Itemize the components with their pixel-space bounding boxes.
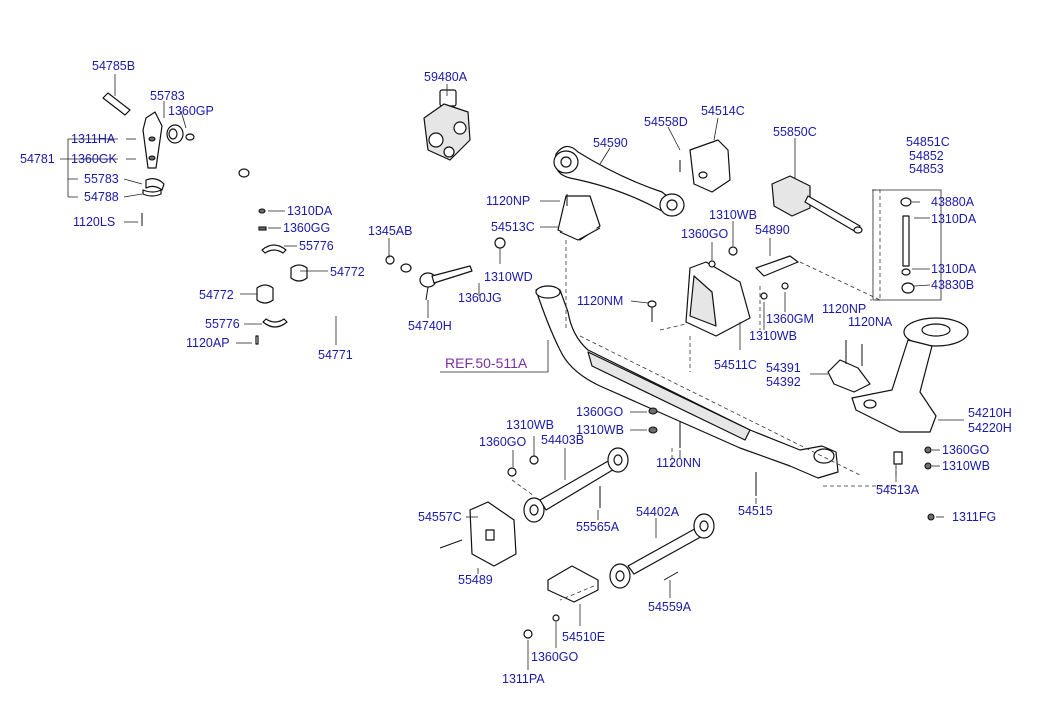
label-59480A[interactable]: 59480A (424, 70, 468, 84)
label-54557C[interactable]: 54557C (418, 510, 462, 524)
label-55783-b[interactable]: 55783 (84, 172, 119, 186)
label-1360GO-e[interactable]: 1360GO (531, 650, 579, 664)
label-54513C[interactable]: 54513C (491, 220, 535, 234)
lower-arm-seat-drawing (851, 317, 969, 433)
label-54559A[interactable]: 54559A (648, 600, 692, 614)
upper-arm-drawing (553, 145, 685, 217)
label-1310WB-e[interactable]: 1310WB (942, 459, 990, 473)
solid-leader-lines (60, 74, 964, 670)
label-54402A[interactable]: 54402A (636, 505, 680, 519)
label-55850C[interactable]: 55850C (773, 125, 817, 139)
label-55489[interactable]: 55489 (458, 573, 493, 587)
label-54220H[interactable]: 54220H (968, 421, 1012, 435)
fasteners-drawing (507, 246, 935, 521)
label-1360GK[interactable]: 1360GK (71, 152, 118, 166)
label-1120NN[interactable]: 1120NN (656, 456, 701, 470)
label-54510E[interactable]: 54510E (562, 630, 605, 644)
label-54890[interactable]: 54890 (755, 223, 790, 237)
label-55565A[interactable]: 55565A (576, 520, 620, 534)
label-54781[interactable]: 54781 (20, 152, 55, 166)
reference-label[interactable]: REF.50-511A (445, 355, 528, 371)
label-1360GG[interactable]: 1360GG (283, 221, 330, 235)
label-54771[interactable]: 54771 (318, 348, 353, 362)
label-1360GO-c[interactable]: 1360GO (479, 435, 527, 449)
upper-bracket-drawing (679, 139, 731, 193)
label-55776-b[interactable]: 55776 (205, 317, 240, 331)
label-1310WB-d[interactable]: 1310WB (576, 423, 624, 437)
label-1310DA-c[interactable]: 1310DA (931, 262, 977, 276)
label-54852[interactable]: 54852 (909, 149, 944, 163)
label-1310WB-b[interactable]: 1310WB (749, 329, 797, 343)
label-54403B[interactable]: 54403B (541, 433, 584, 447)
label-54740H[interactable]: 54740H (408, 319, 452, 333)
label-54590[interactable]: 54590 (593, 136, 628, 150)
label-54513A[interactable]: 54513A (876, 483, 920, 497)
label-1120NP-b[interactable]: 1120NP (822, 302, 866, 316)
label-1310DA-a[interactable]: 1310DA (287, 204, 333, 218)
stabilizer-link-bracket-drawing (102, 92, 195, 226)
arm-bracket-drawing (827, 340, 871, 393)
label-1120NM[interactable]: 1120NM (577, 294, 623, 308)
label-1360GO-d[interactable]: 1360GO (942, 443, 990, 457)
part-labels: 54785B 55783 1360GP 1311HA 54781 1360GK … (20, 59, 1012, 686)
label-54853[interactable]: 54853 (909, 162, 944, 176)
label-1360GM[interactable]: 1360GM (766, 312, 814, 326)
label-1311PA[interactable]: 1311PA (502, 672, 545, 686)
label-54511C[interactable]: 54511C (714, 358, 757, 372)
link-group-box (872, 189, 942, 301)
label-1345AB[interactable]: 1345AB (368, 224, 412, 238)
label-54772-b[interactable]: 54772 (199, 288, 234, 302)
label-43830B[interactable]: 43830B (931, 278, 974, 292)
lateral-arm-upper-drawing (523, 447, 629, 523)
stabilizer-bar-drawing (171, 168, 412, 324)
label-1360JG[interactable]: 1360JG (458, 291, 502, 305)
label-1360GO-b[interactable]: 1360GO (576, 405, 624, 419)
label-1310WB-a[interactable]: 1310WB (709, 208, 757, 222)
label-54558D[interactable]: 54558D (644, 115, 688, 129)
label-1311HA[interactable]: 1311HA (71, 132, 116, 146)
mount-bracket-center-drawing (647, 261, 751, 337)
label-1311FG[interactable]: 1311FG (952, 510, 996, 524)
label-43880A[interactable]: 43880A (931, 195, 975, 209)
label-1120NA[interactable]: 1120NA (848, 315, 893, 329)
label-55783-a[interactable]: 55783 (150, 89, 185, 103)
label-54392[interactable]: 54392 (766, 375, 801, 389)
label-1310DA-b[interactable]: 1310DA (931, 212, 977, 226)
label-1120NP-a[interactable]: 1120NP (486, 194, 530, 208)
label-54851C[interactable]: 54851C (906, 135, 950, 149)
mount-bracket-left-drawing (557, 194, 601, 241)
label-54514C[interactable]: 54514C (701, 104, 745, 118)
label-1310WD-a[interactable]: 1310WD (484, 270, 533, 284)
label-1310WB-c[interactable]: 1310WB (506, 418, 554, 432)
label-1120AP[interactable]: 1120AP (186, 336, 230, 350)
stabilizer-bushing-drawing (255, 208, 395, 345)
label-1360GP[interactable]: 1360GP (168, 104, 214, 118)
label-54785B[interactable]: 54785B (92, 59, 135, 73)
label-54772-a[interactable]: 54772 (330, 265, 365, 279)
valve-drawing (423, 89, 471, 161)
lower-bracket-drawing (523, 565, 599, 639)
plate-drawing (755, 255, 799, 277)
crossmember-frame-drawing (535, 285, 861, 479)
label-55776-a[interactable]: 55776 (299, 239, 334, 253)
label-54391[interactable]: 54391 (766, 361, 801, 375)
label-54210H[interactable]: 54210H (968, 406, 1012, 420)
label-54788[interactable]: 54788 (84, 190, 119, 204)
lateral-arm-lower-drawing (609, 513, 715, 589)
lateral-bracket-drawing (439, 501, 517, 567)
trailing-link-drawing (771, 175, 863, 234)
vertical-link-drawing (900, 197, 915, 294)
label-1360GO-a[interactable]: 1360GO (681, 227, 729, 241)
label-1120LS[interactable]: 1120LS (73, 215, 115, 229)
label-54515[interactable]: 54515 (738, 504, 773, 518)
